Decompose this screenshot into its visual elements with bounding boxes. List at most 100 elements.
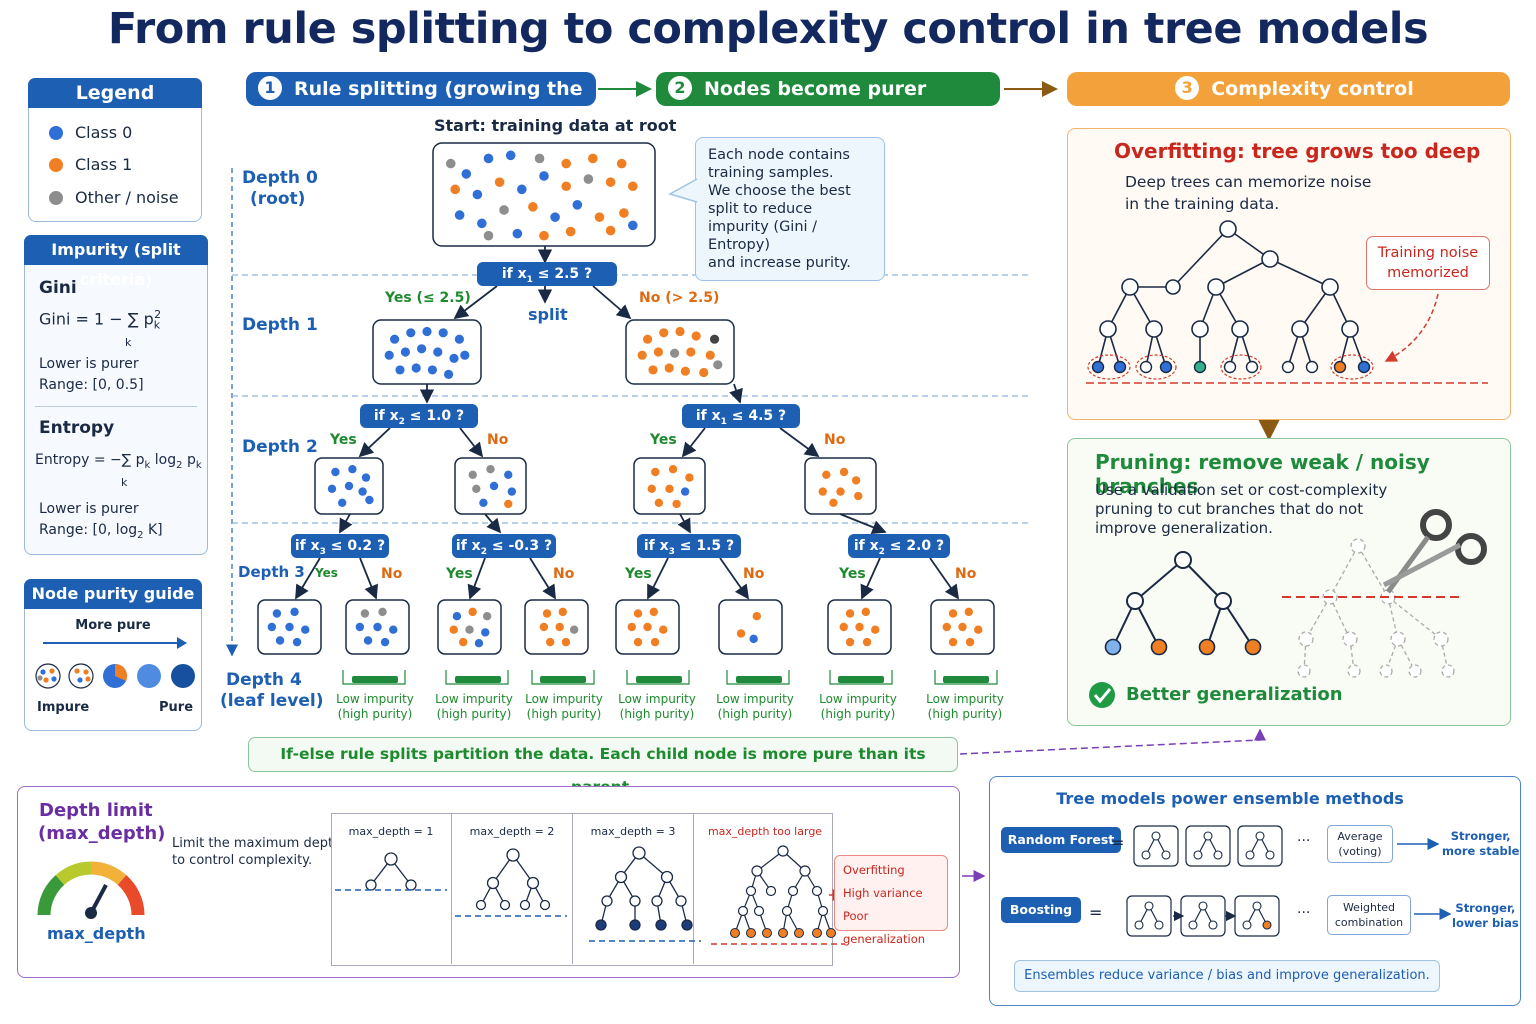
sample-dot [561, 637, 571, 647]
sample-dot [517, 184, 527, 195]
sample-dot [659, 328, 669, 338]
sample-dot [292, 637, 302, 647]
sample-dot [285, 622, 294, 632]
sample-dot [461, 169, 472, 179]
sample-dot [713, 360, 723, 370]
sample-dot [472, 189, 483, 200]
sample-dot [628, 181, 638, 192]
sample-dot [854, 491, 863, 501]
sample-dot [839, 467, 849, 477]
sample-dot [974, 625, 983, 634]
leaf-label: Low impurity(high purity) [525, 692, 603, 721]
ensembles-footer: Ensembles reduce variance / bias and imp… [1014, 960, 1440, 992]
sample-dot [664, 363, 674, 373]
sample-dot [648, 365, 658, 375]
leaf-label: Low impurity(high purity) [819, 692, 897, 721]
gini-formula: Gini = 1 − ∑ pk2 [39, 308, 162, 332]
sample-dot [489, 481, 499, 491]
sample-dot [363, 636, 373, 645]
sample-dot [948, 637, 958, 647]
sample-dot [561, 181, 571, 192]
sample-dot [373, 622, 382, 632]
sample-dot [507, 487, 516, 496]
sample-dot [665, 484, 674, 493]
sample-dot [569, 625, 579, 634]
random-forest-badge: Random Forest [1001, 827, 1121, 853]
sample-dot [468, 470, 477, 479]
entropy-heading: Entropy [39, 418, 115, 438]
better-generalization-label: Better generalization [1126, 684, 1343, 705]
overfitting-panel: Overfitting: tree grows too deep Deep tr… [1067, 128, 1511, 420]
sample-dot [483, 153, 494, 164]
sample-dot [483, 230, 494, 241]
sample-dot [361, 473, 371, 482]
sample-dot [338, 498, 347, 507]
sample-dot [594, 212, 605, 222]
start-label: Start: training data at root [434, 116, 677, 135]
gini-heading: Gini [39, 278, 77, 298]
impurity-divider [35, 406, 197, 407]
sample-dot [649, 607, 658, 617]
depth-3-label: Depth 3 [238, 563, 305, 581]
sample-dot [534, 153, 545, 164]
sample-dot [686, 347, 696, 357]
sample-dot [555, 622, 564, 632]
noise-dot-icon [49, 191, 63, 205]
sample-dot [504, 499, 513, 509]
purity-scale-icons [35, 663, 195, 689]
sample-dot [685, 473, 694, 482]
sample-dot [822, 470, 831, 479]
leaf-label: Low impurity(high purity) [716, 692, 794, 721]
sample-dot [301, 625, 310, 634]
sample-dot [460, 350, 470, 360]
sample-dot [672, 499, 681, 509]
page-title: From rule splitting to complexity contro… [107, 4, 1429, 54]
sample-dot [380, 637, 390, 647]
sample-dot [390, 334, 400, 344]
sample-dot [486, 465, 495, 474]
sample-dot [709, 334, 720, 344]
sample-dot [862, 637, 872, 647]
boost-output: Stronger,lower bias [1452, 901, 1519, 930]
sample-dot [445, 158, 456, 169]
sample-dot [494, 177, 505, 187]
condition-depth2-a: if x3 ≤ 0.2 ? [291, 534, 389, 558]
class0-dot-icon [49, 126, 63, 140]
ensembles-panel: Tree models power ensemble methods Rando… [989, 776, 1521, 1006]
sample-dot [565, 226, 576, 237]
split-label: split [528, 305, 568, 324]
gauge-icon [37, 861, 145, 919]
class1-dot-icon [49, 158, 63, 172]
pruned-tree-icon [1089, 509, 1487, 708]
sample-dot [444, 369, 454, 379]
sample-dot [942, 622, 951, 632]
sample-dot [459, 637, 468, 647]
sample-dot [454, 334, 464, 344]
sample-dot [680, 487, 690, 496]
sample-dot [499, 205, 509, 215]
sample-dot [845, 637, 855, 647]
sample-dot [654, 498, 664, 507]
gauge-label: max_depth [47, 924, 146, 943]
sample-dot [472, 484, 481, 493]
ensembles-title: Tree models power ensemble methods [1056, 789, 1404, 808]
sample-dot [539, 622, 549, 632]
more-pure-label: More pure [75, 618, 151, 633]
summary-banner: If-else rule splits partition the data. … [248, 737, 958, 796]
sample-dot [948, 609, 958, 618]
condition-root: if x1 ≤ 2.5 ? [477, 262, 617, 286]
depth-4-label: Depth 4(leaf level) [220, 670, 324, 711]
sample-dot [643, 622, 652, 632]
legend-item-class0: Class 0 [49, 123, 132, 142]
sample-dot [546, 637, 555, 647]
sample-dot [627, 622, 636, 632]
sample-dot [605, 225, 616, 236]
sample-dot [668, 465, 678, 474]
